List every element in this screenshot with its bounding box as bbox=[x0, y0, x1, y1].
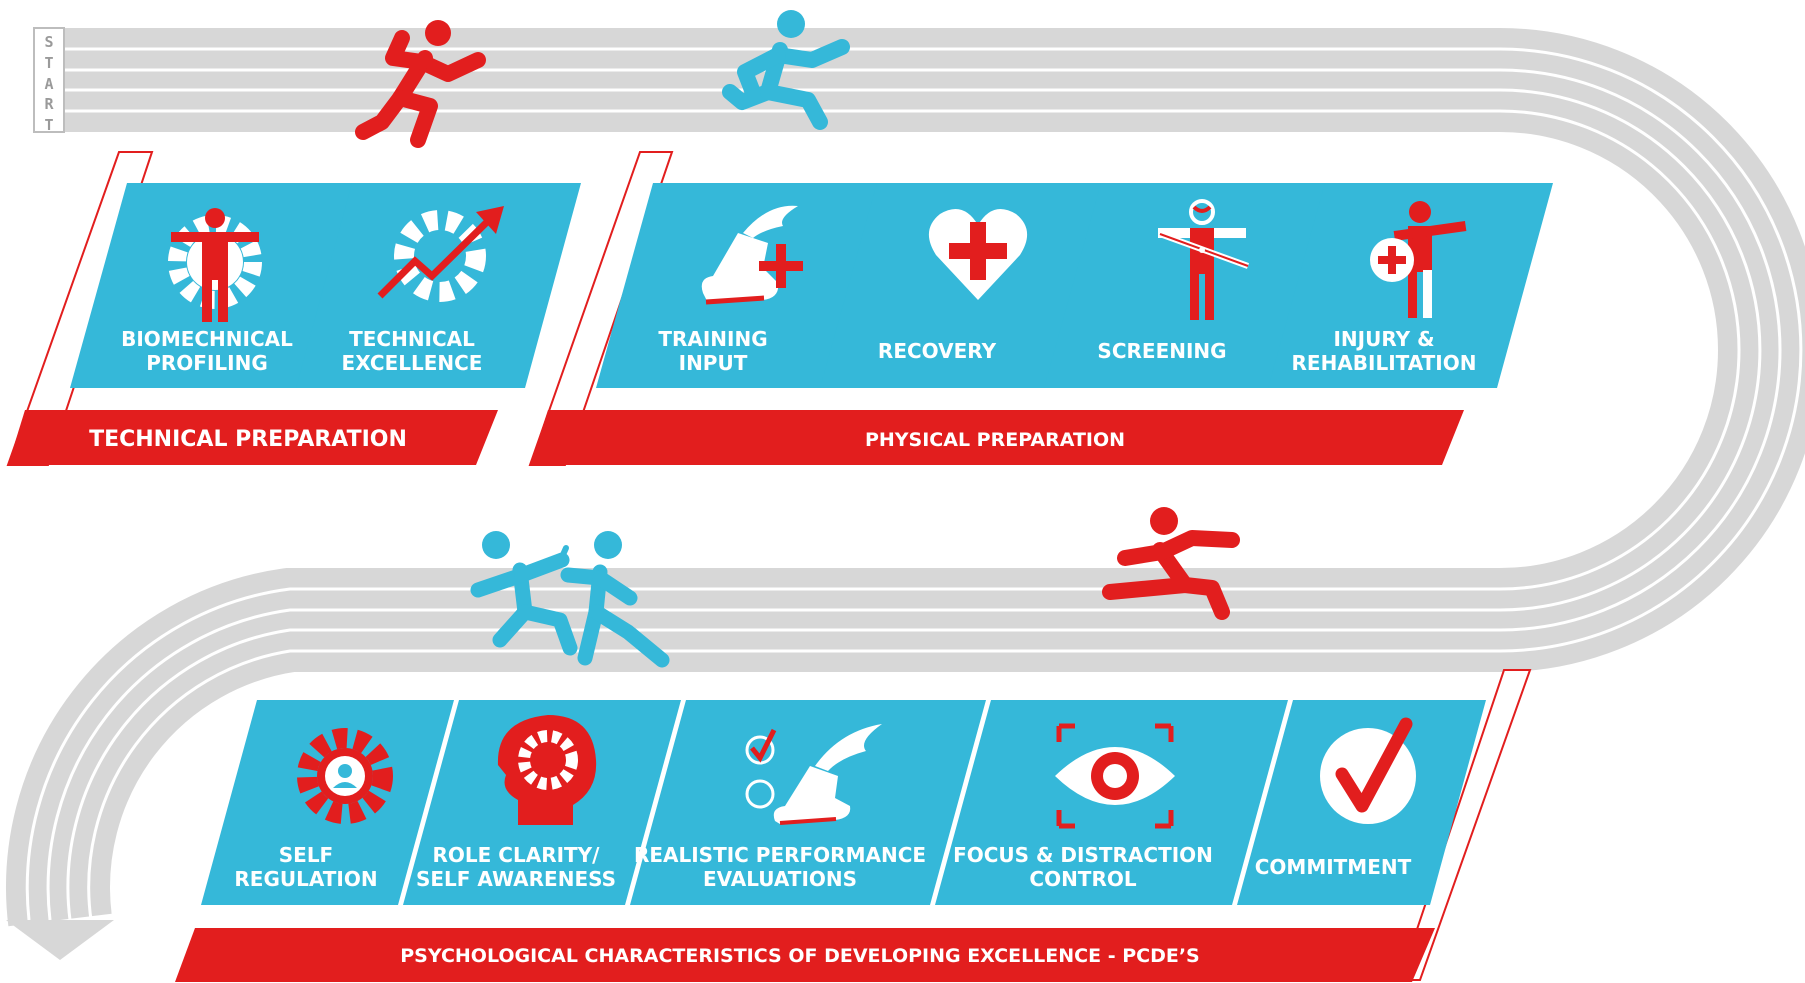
tile-label: EVALUATIONS bbox=[703, 867, 857, 891]
checklist-winged-shoe-icon bbox=[745, 724, 882, 825]
start-letter: R bbox=[44, 95, 54, 113]
tile-label: BIOMECHNICAL bbox=[121, 327, 293, 351]
start-letter: T bbox=[44, 116, 53, 134]
tile-label: SCREENING bbox=[1097, 339, 1226, 363]
gear-arrow-icon bbox=[377, 206, 504, 302]
band-title-physical: PHYSICAL PREPARATION bbox=[865, 429, 1125, 451]
start-letter: T bbox=[44, 54, 53, 72]
tile-label: FOCUS & DISTRACTION bbox=[953, 843, 1213, 867]
heart-cross-icon bbox=[928, 208, 1028, 300]
person-gear-icon bbox=[168, 208, 262, 322]
head-gear-icon bbox=[497, 715, 597, 825]
tile-label: TRAINING bbox=[658, 327, 767, 351]
tile-label: CONTROL bbox=[1029, 867, 1136, 891]
tile-technical-excellence: TECHNICAL EXCELLENCE bbox=[296, 183, 581, 388]
hurdler-icon bbox=[1102, 507, 1240, 620]
tile-label: REHABILITATION bbox=[1292, 351, 1477, 375]
tile-label: INJURY & bbox=[1333, 327, 1434, 351]
sprinter-icon bbox=[355, 20, 486, 148]
tile-label: EXCELLENCE bbox=[342, 351, 483, 375]
tile-label: SELF bbox=[279, 843, 333, 867]
tile-label: REGULATION bbox=[234, 867, 377, 891]
technical-preparation-group: TECHNICAL PREPARATION BIOMECHNICAL PROFI… bbox=[6, 151, 581, 466]
start-letter: S bbox=[44, 33, 53, 51]
tile-label: RECOVERY bbox=[878, 339, 997, 363]
relay-runners-icon bbox=[470, 531, 670, 668]
tile-label: REALISTIC PERFORMANCE bbox=[634, 843, 926, 867]
physical-preparation-group: PHYSICAL PREPARATION TRAINING INPUT RECO… bbox=[528, 151, 1553, 466]
body-scan-icon bbox=[1158, 199, 1250, 320]
injured-person-icon bbox=[1370, 201, 1467, 318]
band-title-technical: TECHNICAL PREPARATION bbox=[89, 427, 407, 452]
eye-focus-icon bbox=[1055, 723, 1175, 829]
tile-self-regulation: SELF REGULATION bbox=[201, 700, 454, 905]
tile-label: COMMITMENT bbox=[1255, 855, 1412, 879]
tile-label: TECHNICAL bbox=[349, 327, 475, 351]
tile-label: ROLE CLARITY/ bbox=[433, 843, 601, 867]
tile-recovery: RECOVERY bbox=[820, 183, 1105, 388]
tile-label: INPUT bbox=[679, 351, 748, 375]
tile-label: SELF AWARENESS bbox=[416, 867, 616, 891]
start-marker: S T A R T bbox=[33, 27, 65, 134]
runner-icon bbox=[722, 10, 850, 130]
start-letter: A bbox=[44, 75, 53, 93]
checkmark-circle-icon bbox=[1320, 717, 1416, 824]
relay-baton-icon bbox=[555, 545, 569, 569]
tile-screening: SCREENING bbox=[1044, 183, 1329, 388]
psychological-group: PSYCHOLOGICAL CHARACTERISTICS OF DEVELOP… bbox=[175, 669, 1532, 982]
gear-person-icon bbox=[297, 728, 393, 824]
winged-shoe-plus-icon bbox=[701, 205, 803, 305]
tile-label: PROFILING bbox=[146, 351, 268, 375]
running-track bbox=[6, 28, 1805, 960]
band-title-psychological: PSYCHOLOGICAL CHARACTERISTICS OF DEVELOP… bbox=[400, 945, 1199, 967]
